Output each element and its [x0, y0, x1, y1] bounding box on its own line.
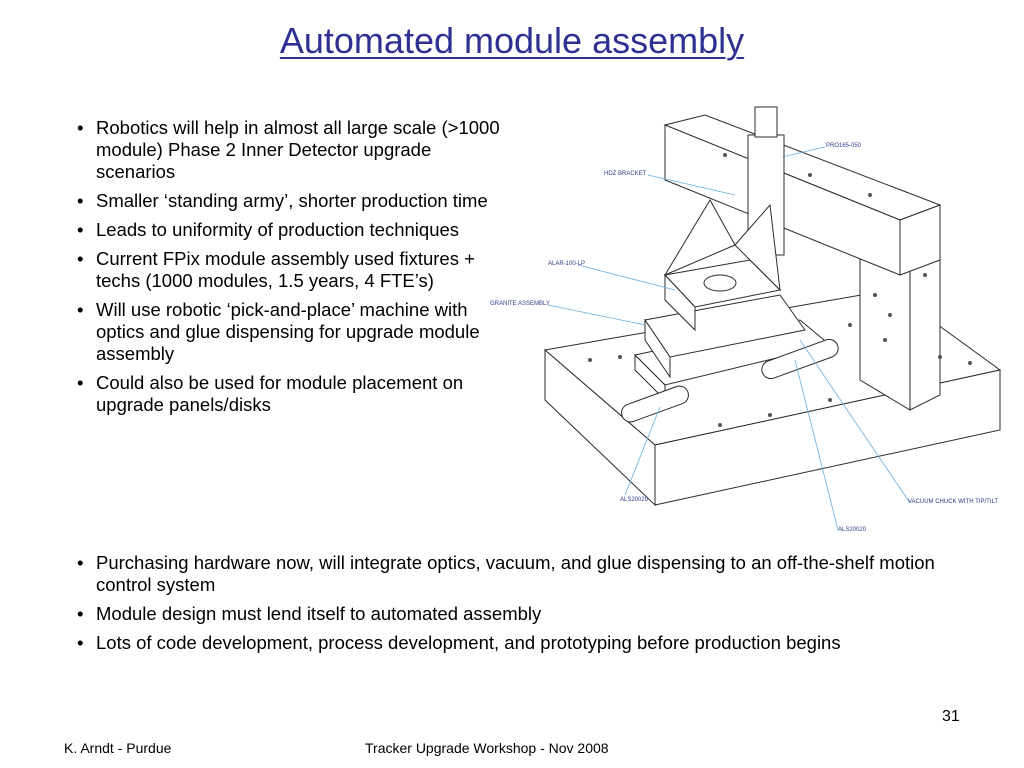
right-belt: [761, 338, 839, 380]
right-bracket: [734, 203, 781, 292]
bottom-bullet-list: Purchasing hardware now, will integrate …: [74, 552, 954, 661]
label-als-left: ALS20020: [620, 497, 649, 503]
bridge-beam-end: [899, 204, 941, 276]
leader-line: [794, 359, 839, 531]
leader-line: [624, 406, 661, 496]
list-item: Leads to uniformity of production techni…: [74, 219, 514, 241]
leader-line: [799, 339, 911, 504]
label-als-bottom: ALS20020: [838, 527, 867, 533]
mounting-holes: [588, 153, 972, 427]
chuck-hole: [703, 274, 737, 292]
list-item: Lots of code development, process develo…: [74, 632, 954, 654]
list-item: Purchasing hardware now, will integrate …: [74, 552, 954, 596]
list-item: Smaller ‘standing army’, shorter product…: [74, 190, 514, 212]
label-hdz-bracket: HDZ BRACKET: [604, 171, 647, 177]
label-vacuum-chuck: VACUUM CHUCK WITH TIP/TILT: [908, 499, 998, 505]
list-item: Robotics will help in almost all large s…: [74, 117, 514, 183]
slide-title: Automated module assembly: [279, 20, 745, 61]
left-bracket: [663, 199, 736, 277]
list-item: Current FPix module assembly used fixtur…: [74, 248, 514, 292]
label-granite-assembly: GRANITE ASSEMBLY: [490, 301, 550, 307]
leader-line: [647, 174, 736, 196]
page-number: 31: [942, 708, 960, 725]
z-motor: [754, 106, 778, 138]
list-item: Could also be used for module placement …: [74, 372, 514, 416]
robot-assembly-diagram: PRO165-050 HDZ BRACKET ALAR-100-LP GRANI…: [490, 106, 1002, 533]
list-item: Will use robotic ‘pick-and-place’ machin…: [74, 299, 514, 365]
leader-line: [577, 264, 676, 291]
top-bullet-list: Robotics will help in almost all large s…: [74, 117, 514, 423]
label-pro: PRO165-050: [826, 143, 862, 149]
leader-line: [547, 304, 646, 326]
footer-author: K. Arndt - Purdue: [64, 740, 172, 756]
leader-line: [781, 146, 826, 158]
middle-stage-front: [644, 318, 671, 379]
footer-event: Tracker Upgrade Workshop - Nov 2008: [365, 740, 609, 756]
list-item: Module design must lend itself to automa…: [74, 603, 954, 625]
rotary-stage-front: [664, 273, 696, 332]
label-alar: ALAR-100-LP: [548, 261, 585, 267]
